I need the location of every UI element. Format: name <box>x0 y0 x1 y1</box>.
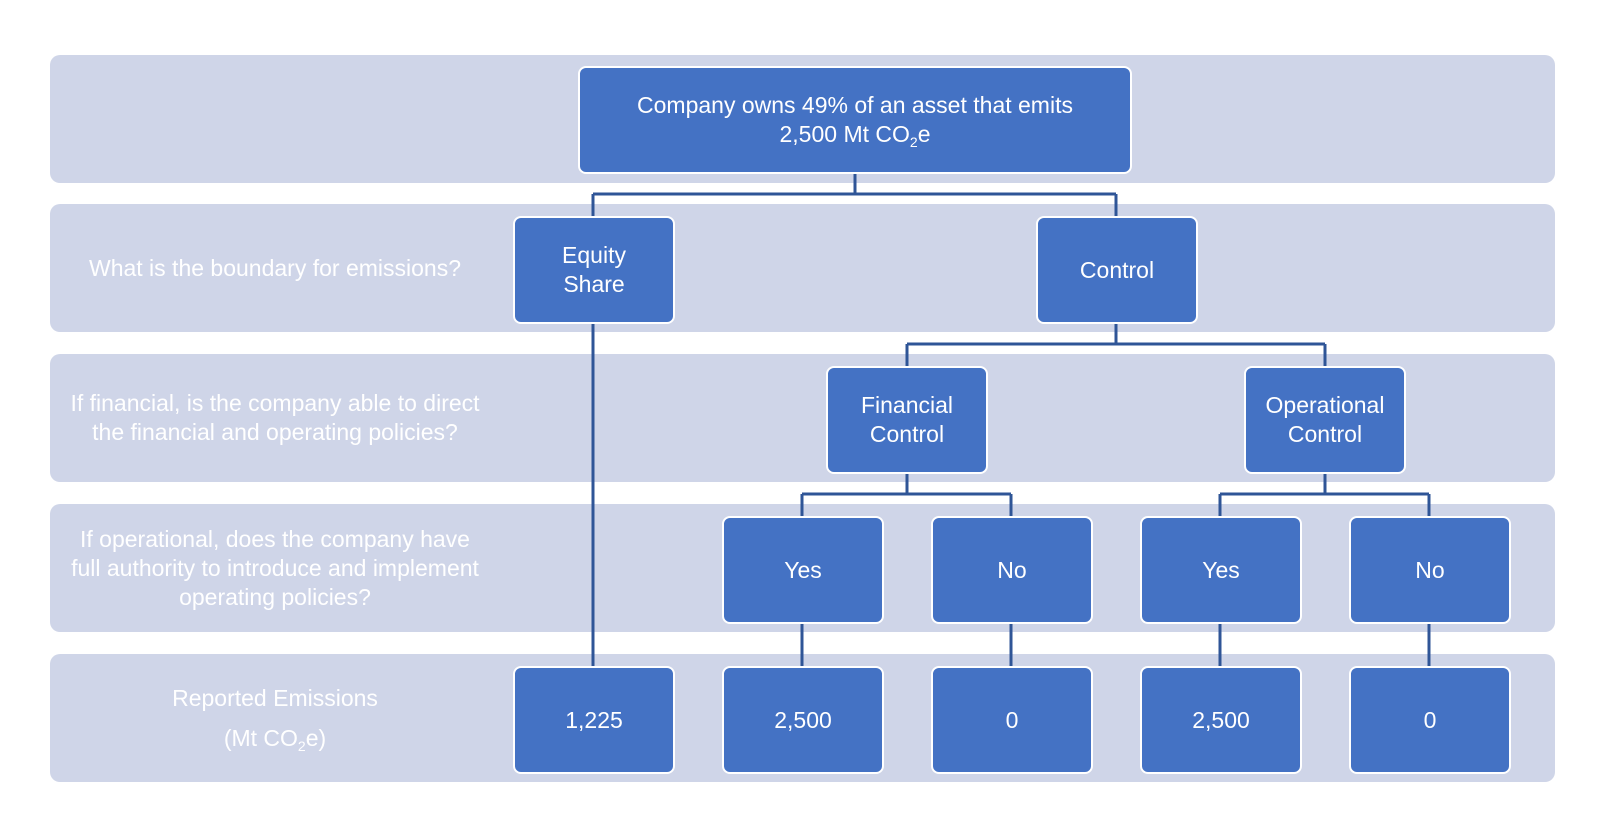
row-label-financial: If financial, is the company able to dir… <box>70 390 480 445</box>
operational-yes-node: Yes <box>1140 516 1302 624</box>
row-label-boundary: What is the boundary for emissions? <box>88 254 461 281</box>
row-label-reported: Reported Emissions (Mt CO2e) <box>172 685 378 754</box>
result-operational-yes: 2,500 <box>1140 666 1302 774</box>
financial-no-node: No <box>931 516 1093 624</box>
result-operational-no: 0 <box>1349 666 1511 774</box>
financial-control-node: Financial Control <box>826 366 988 474</box>
row-label-operational: If operational, does the company have fu… <box>71 525 479 610</box>
equity-share-node: Equity Share <box>513 216 675 324</box>
band-boundary <box>50 204 1555 332</box>
operational-no-node: No <box>1349 516 1511 624</box>
financial-yes-node: Yes <box>722 516 884 624</box>
result-financial-yes: 2,500 <box>722 666 884 774</box>
root-node: Company owns 49% of an asset that emits … <box>578 66 1132 174</box>
control-node: Control <box>1036 216 1198 324</box>
result-equity: 1,225 <box>513 666 675 774</box>
result-financial-no: 0 <box>931 666 1093 774</box>
operational-control-node: Operational Control <box>1244 366 1406 474</box>
